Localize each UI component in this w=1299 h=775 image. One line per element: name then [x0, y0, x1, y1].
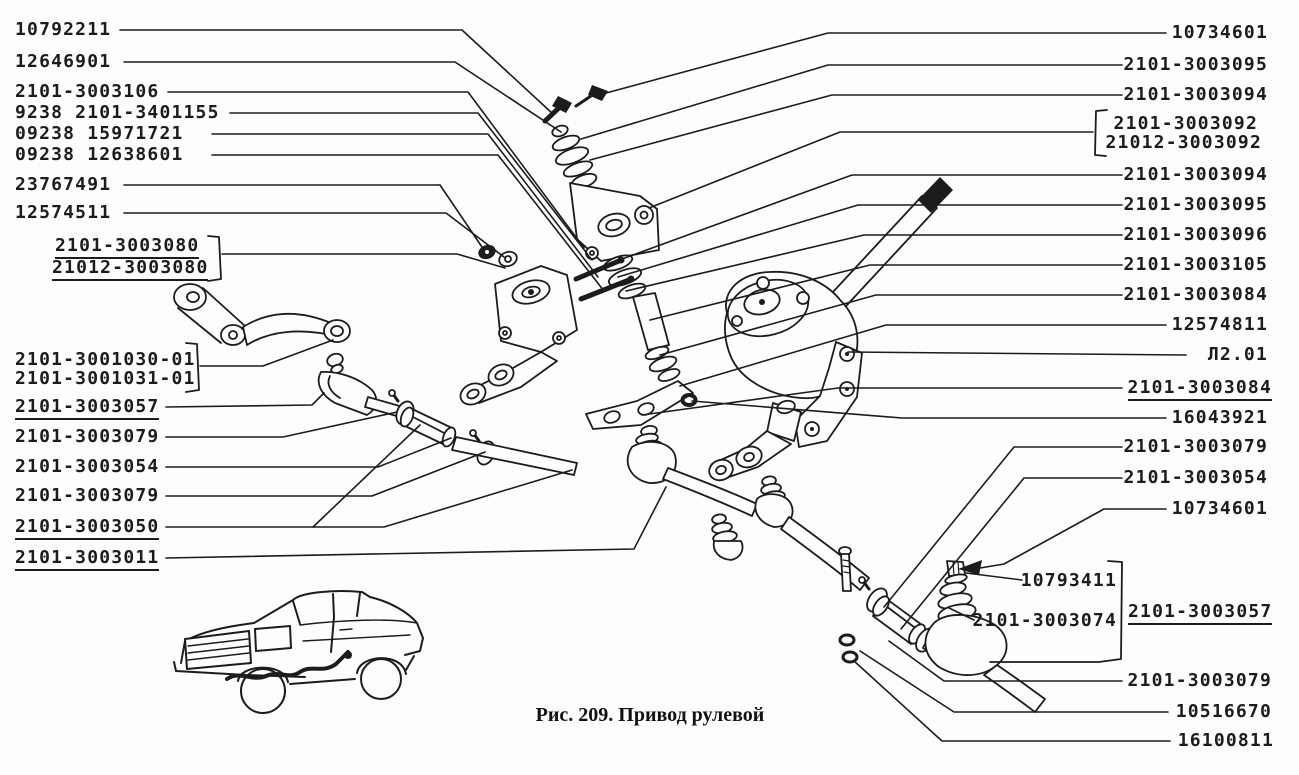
part-label: 2101-3003054 — [1123, 467, 1268, 488]
part-label: 2101-3003079 — [15, 426, 160, 447]
part-label: 10516670 — [1175, 701, 1272, 722]
part-label: 2101-3003074 — [972, 610, 1117, 631]
part-label: 16043921 — [1171, 407, 1268, 428]
part-label: 2101-3003094 — [1123, 164, 1268, 185]
part-label: Л2.01 — [1207, 344, 1268, 365]
part-label: 2101-3003084 — [1123, 284, 1268, 305]
part-label: 12646901 — [15, 51, 112, 72]
part-label: 09238 12638601 — [15, 144, 184, 165]
part-label: 09238 15971721 — [15, 123, 184, 144]
part-label: 9238 2101-3401155 — [15, 102, 220, 123]
part-label: 12574811 — [1171, 314, 1268, 335]
idler-arm-kit-drawing — [545, 85, 696, 429]
part-label: 2101-3003054 — [15, 456, 160, 477]
part-label: 10734601 — [1171, 22, 1268, 43]
part-label: 23767491 — [15, 174, 112, 195]
bracket-marks — [186, 110, 1122, 662]
part-label: 2101-3003094 — [1123, 84, 1268, 105]
part-label: 2101-3003079 — [1123, 436, 1268, 457]
part-label: 2101-3003079 — [15, 485, 160, 506]
part-label: 2101-3003079 — [1127, 670, 1272, 691]
part-label: 2101-3003057 — [1128, 601, 1273, 625]
part-label: 2101-3003095 — [1123, 194, 1268, 215]
part-label: 21012-3003092 — [1105, 132, 1262, 153]
part-label: 2101-3001031-01 — [15, 368, 196, 389]
part-label: 2101-3003095 — [1123, 54, 1268, 75]
steering-gearbox-drawing — [706, 177, 953, 484]
part-label: 2101-3003084 — [1127, 377, 1272, 401]
part-label: 2101-3003011 — [15, 547, 160, 571]
part-label: 2101-3003096 — [1123, 224, 1268, 245]
part-label: 2101-3003050 — [15, 516, 160, 540]
part-label: 16100811 — [1177, 730, 1274, 751]
part-label: 10792211 — [15, 19, 112, 40]
figure-caption: Рис. 209. Привод рулевой — [535, 704, 765, 726]
side-rod-drawing — [319, 352, 577, 475]
part-label: 21012-3003080 — [52, 257, 209, 281]
part-label: 12574511 — [15, 202, 112, 223]
knuckle-arm-drawing — [174, 284, 350, 345]
part-label: 2101-3003105 — [1123, 254, 1268, 275]
part-label: 2101-3003080 — [55, 235, 200, 259]
idler-bracket-drawing — [457, 244, 635, 409]
tie-rod-end-drawing — [839, 547, 1045, 712]
part-label: 2101-3003106 — [15, 81, 160, 102]
part-label: 10793411 — [1020, 570, 1117, 591]
part-label: 10734601 — [1171, 498, 1268, 519]
part-label: 2101-3003057 — [15, 396, 160, 420]
pointer-arrow — [958, 560, 982, 575]
center-link-drawing — [628, 425, 958, 664]
part-label: 2101-3001030-01 — [15, 349, 196, 370]
leader-lines — [120, 30, 1186, 741]
part-label: 2101-3003092 — [1113, 113, 1258, 134]
car-sketch — [174, 591, 423, 713]
